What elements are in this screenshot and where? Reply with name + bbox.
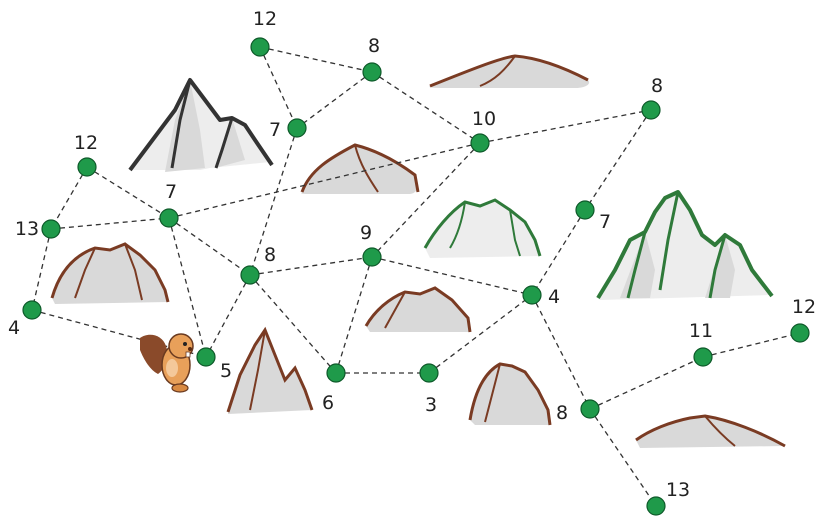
edge-n11-n12 bbox=[371, 256, 533, 296]
edge-n6-n7 bbox=[86, 166, 170, 219]
edge-n5-n9 bbox=[584, 109, 652, 211]
node-label-n19: 8 bbox=[556, 402, 568, 424]
mountain-bottom-right bbox=[635, 414, 786, 448]
node-n18[interactable] bbox=[790, 323, 810, 343]
edge-n3-n10 bbox=[249, 127, 298, 276]
beaver-character-icon bbox=[140, 333, 194, 393]
node-label-n14: 5 bbox=[220, 360, 232, 382]
node-n13[interactable] bbox=[22, 300, 42, 320]
node-n6[interactable] bbox=[77, 157, 97, 177]
node-label-n8: 13 bbox=[15, 218, 39, 240]
edge-n12-n19 bbox=[531, 294, 591, 410]
node-label-n1: 12 bbox=[253, 8, 277, 30]
edge-n13-n14 bbox=[31, 309, 207, 358]
node-n1[interactable] bbox=[250, 37, 270, 57]
node-n2[interactable] bbox=[362, 62, 382, 82]
node-label-n16: 3 bbox=[425, 394, 437, 416]
node-n11[interactable] bbox=[362, 247, 382, 267]
edges-layer bbox=[31, 46, 801, 507]
node-label-n20: 13 bbox=[666, 479, 690, 501]
mountain-left bbox=[50, 242, 170, 304]
mountain-center-low bbox=[364, 286, 472, 333]
node-n8[interactable] bbox=[41, 219, 61, 239]
node-n16[interactable] bbox=[419, 363, 439, 383]
edge-n1-n2 bbox=[259, 46, 373, 73]
node-n17[interactable] bbox=[693, 347, 713, 367]
node-label-n4: 10 bbox=[472, 108, 496, 130]
edge-n16-n12 bbox=[428, 294, 533, 374]
edge-n6-n8 bbox=[50, 166, 88, 230]
node-n7[interactable] bbox=[159, 208, 179, 228]
edge-n2-n4 bbox=[371, 71, 481, 144]
edge-n1-n3 bbox=[259, 46, 298, 129]
node-n3[interactable] bbox=[287, 118, 307, 138]
edge-n10-n14 bbox=[205, 274, 251, 358]
edge-n17-n18 bbox=[702, 332, 801, 358]
edge-n11-n15 bbox=[335, 256, 373, 374]
node-n10[interactable] bbox=[240, 265, 260, 285]
node-n19[interactable] bbox=[580, 399, 600, 419]
node-n12[interactable] bbox=[522, 285, 542, 305]
edge-n10-n11 bbox=[249, 256, 373, 276]
node-label-n9: 7 bbox=[599, 211, 611, 233]
edge-n19-n20 bbox=[589, 408, 657, 507]
edge-n4-n11 bbox=[371, 142, 481, 258]
node-label-n2: 8 bbox=[368, 35, 380, 57]
edge-n8-n13 bbox=[31, 228, 52, 311]
edge-n19-n17 bbox=[589, 356, 704, 410]
edge-n8-n7 bbox=[50, 217, 170, 230]
mountain-green-peaks bbox=[596, 190, 774, 300]
node-label-n7: 7 bbox=[165, 181, 177, 203]
mountain-dark-peaks bbox=[128, 78, 274, 172]
edge-n10-n15 bbox=[249, 274, 337, 374]
node-label-n17: 11 bbox=[689, 320, 713, 342]
edge-n2-n3 bbox=[296, 71, 373, 129]
mountain-green-small bbox=[423, 198, 542, 258]
node-label-n10: 8 bbox=[264, 244, 276, 266]
node-label-n18: 12 bbox=[792, 296, 816, 318]
node-label-n12: 4 bbox=[548, 286, 560, 308]
node-n15[interactable] bbox=[326, 363, 346, 383]
mountain-lower-right bbox=[468, 362, 552, 426]
node-label-n3: 7 bbox=[269, 119, 281, 141]
edge-n7-n10 bbox=[168, 217, 251, 276]
edge-n4-n5 bbox=[479, 109, 652, 144]
mountain-top-center bbox=[429, 54, 590, 88]
node-label-n15: 6 bbox=[322, 392, 334, 414]
edge-n7-n14 bbox=[168, 217, 207, 358]
node-label-n11: 9 bbox=[360, 222, 372, 244]
node-label-n5: 8 bbox=[651, 75, 663, 97]
node-label-n13: 4 bbox=[8, 317, 20, 339]
node-n9[interactable] bbox=[575, 200, 595, 220]
node-n20[interactable] bbox=[646, 496, 666, 516]
edge-n9-n12 bbox=[531, 209, 586, 296]
mountain-center-small bbox=[300, 143, 420, 194]
node-label-n6: 12 bbox=[74, 132, 98, 154]
mountain-twin-peaks bbox=[226, 326, 314, 414]
nodes-layer: 12 8 7 10 8 12 7 13 7 8 9 4 4 5 6 3 11 12 8 13 bbox=[8, 8, 816, 516]
node-n5[interactable] bbox=[641, 100, 661, 120]
node-n4[interactable] bbox=[470, 133, 490, 153]
node-n14[interactable] bbox=[196, 347, 216, 367]
